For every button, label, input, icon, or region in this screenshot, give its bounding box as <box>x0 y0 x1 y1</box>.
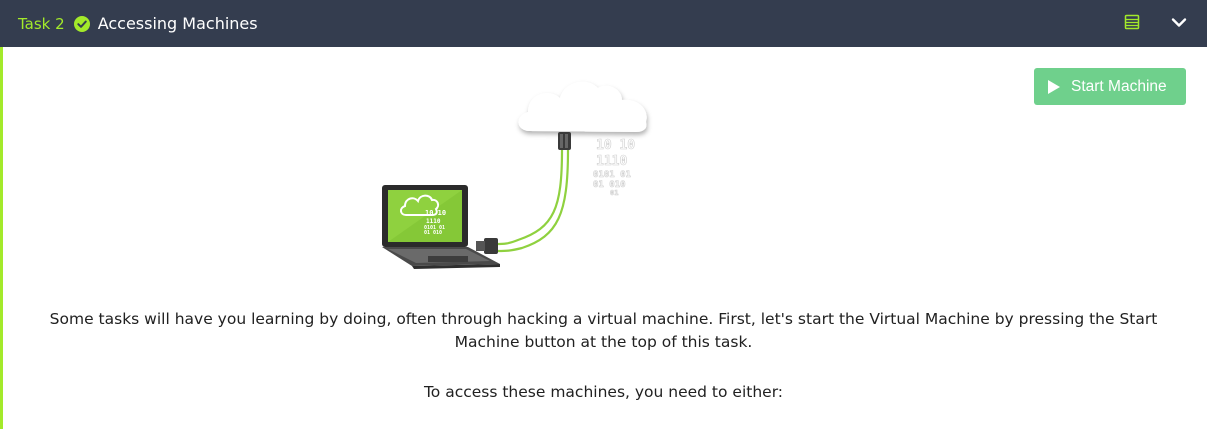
task-title: Accessing Machines <box>97 14 258 33</box>
svg-text:10 10: 10 10 <box>425 209 446 217</box>
cloud-laptop-illustration: 10 10 1110 0101 01 01 010 01 10 10 1110 … <box>378 68 668 273</box>
start-machine-button[interactable]: Start Machine <box>1034 68 1186 105</box>
task-header[interactable]: Task 2 Accessing Machines <box>0 0 1207 47</box>
svg-text:0101 01: 0101 01 <box>424 225 445 231</box>
svg-text:1110: 1110 <box>426 218 441 225</box>
svg-text:0101 01: 0101 01 <box>593 170 631 180</box>
notes-icon[interactable] <box>1124 14 1140 30</box>
svg-text:10 10: 10 10 <box>596 138 635 153</box>
check-circle-icon <box>73 15 90 32</box>
svg-text:01: 01 <box>610 189 618 197</box>
access-paragraph: To access these machines, you need to ei… <box>423 383 784 401</box>
svg-text:01 010: 01 010 <box>593 180 626 190</box>
cloud-shape <box>518 81 647 132</box>
svg-text:1110: 1110 <box>596 154 627 169</box>
task-number: Task 2 <box>18 14 65 33</box>
intro-paragraph: Some tasks will have you learning by doi… <box>49 310 1158 351</box>
start-machine-label: Start Machine <box>1071 77 1167 95</box>
play-icon <box>1047 79 1061 95</box>
svg-text:01 010: 01 010 <box>424 230 442 236</box>
chevron-down-icon[interactable] <box>1171 15 1187 29</box>
